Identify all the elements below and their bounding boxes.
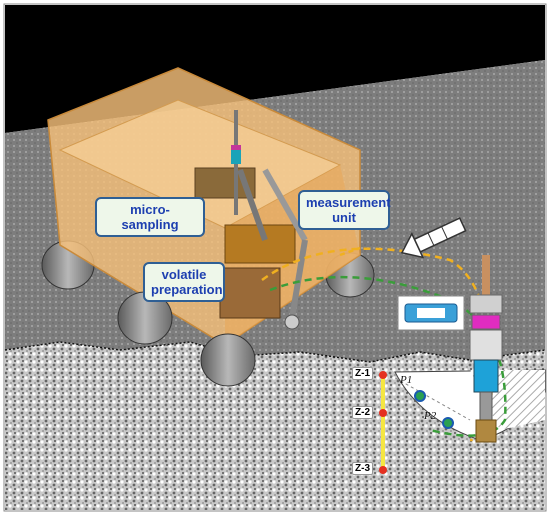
depth-marker-z1 bbox=[379, 371, 387, 379]
preparation-module bbox=[219, 267, 281, 319]
wheel-front-left bbox=[200, 333, 256, 387]
point-label-p2: P2 bbox=[424, 410, 437, 422]
depth-label-z2: Z-2 bbox=[352, 406, 373, 419]
label-micro-sampling: micro-sampling bbox=[95, 197, 205, 237]
drill-housing bbox=[469, 294, 503, 314]
incoming-arrow-icon bbox=[400, 217, 467, 259]
drill-shaft-top bbox=[482, 255, 490, 295]
label-volatile-preparation: volatile preparation bbox=[143, 262, 225, 302]
depth-marker-z3 bbox=[379, 466, 387, 474]
depth-label-z1: Z-1 bbox=[352, 367, 373, 380]
drill-body bbox=[469, 329, 503, 361]
drill-bit bbox=[479, 391, 493, 421]
arm-upper bbox=[237, 168, 268, 242]
arm-lower bbox=[289, 239, 308, 319]
drill-tip bbox=[475, 419, 497, 443]
depth-label-z3: Z-3 bbox=[352, 462, 373, 475]
drill-magenta-band bbox=[471, 314, 501, 330]
chip-window bbox=[417, 308, 445, 318]
rod-collar bbox=[231, 150, 241, 164]
path-stub bbox=[339, 246, 361, 257]
label-measurement-unit: measurement unit bbox=[298, 190, 391, 230]
drill-blue-section bbox=[473, 359, 499, 393]
arm-end-effector bbox=[284, 314, 300, 330]
sample-point-p1 bbox=[414, 390, 426, 402]
point-label-p1: P1 bbox=[400, 374, 413, 386]
depth-marker-z2 bbox=[379, 409, 387, 417]
sample-point-p2 bbox=[442, 417, 454, 429]
surface-line bbox=[4, 341, 546, 363]
arm-joint bbox=[262, 168, 308, 242]
rod-ring bbox=[231, 145, 241, 150]
